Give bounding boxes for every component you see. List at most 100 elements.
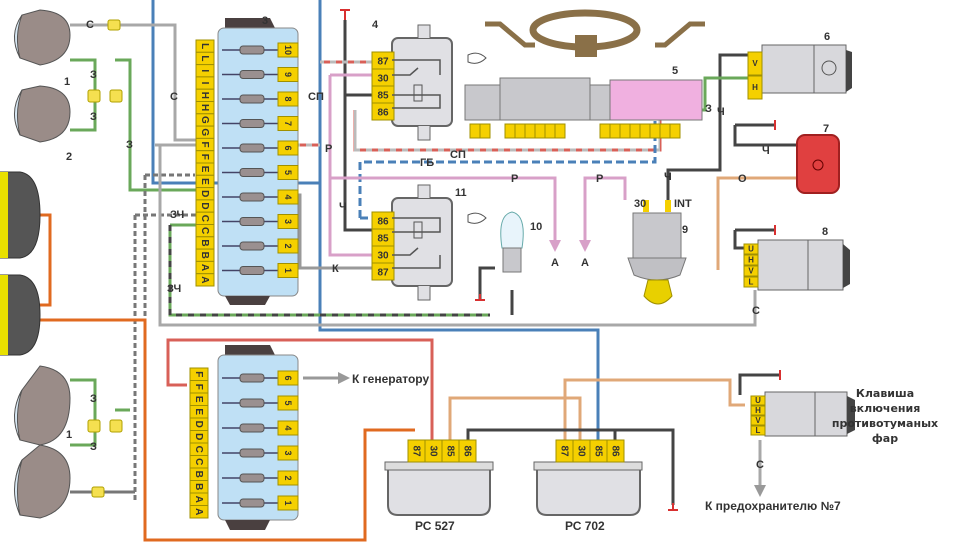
fuse-pad	[277, 165, 299, 180]
pin-label: H	[752, 83, 758, 92]
label-5: 5	[672, 65, 678, 77]
fuse-number: 10	[283, 45, 293, 55]
caption-line: противотуманых	[831, 417, 939, 430]
connector-pin	[479, 123, 491, 139]
headlamp-beam-icon	[467, 212, 487, 224]
fuse-icon	[239, 423, 265, 433]
pin-label: E	[193, 408, 204, 415]
pin-label: C	[199, 227, 210, 234]
fuse-number: 2	[283, 243, 293, 248]
fuse-pad	[277, 370, 299, 386]
wire-harness-2	[133, 213, 198, 500]
wire-blue-long	[318, 183, 600, 440]
pin-label: L	[199, 55, 210, 61]
fuse7-label: К предохранителю №7	[705, 499, 841, 513]
arrow-head-icon	[338, 372, 350, 384]
pin-label: G	[199, 128, 210, 136]
connector-pin	[649, 123, 661, 139]
arrow-icon	[549, 240, 561, 252]
pin-label: B	[193, 483, 204, 490]
connector-pin	[371, 262, 395, 281]
headlamp-icon	[14, 9, 71, 66]
connector-pin	[669, 123, 681, 139]
caption-line: Клавиша	[855, 387, 915, 400]
label-2: 2	[66, 151, 72, 163]
label-6: 6	[824, 31, 830, 43]
pin-label: L	[199, 43, 210, 49]
label-3: 3	[262, 15, 268, 27]
fuse-number: 3	[283, 450, 293, 455]
fuse-pad	[277, 470, 299, 486]
label-10: 10	[530, 221, 542, 233]
fuse-icon	[239, 448, 265, 458]
pin-label: 30	[377, 251, 389, 262]
wire-label: Ч	[664, 171, 672, 183]
connector-pin	[750, 405, 766, 416]
pin-label: F	[199, 154, 210, 160]
connector-pin	[514, 123, 526, 139]
fuse-icon	[239, 119, 265, 128]
fuse-pad	[277, 214, 299, 229]
fuse-pad	[277, 67, 299, 82]
fuse-icon	[239, 398, 265, 408]
pin-label: 30	[377, 74, 389, 85]
pin-label: H	[755, 406, 761, 415]
fuse-number: 4	[283, 194, 293, 199]
caption-line: включения	[849, 402, 921, 415]
pin-label: H	[199, 104, 210, 111]
ground-icon	[475, 294, 485, 301]
pin-label: E	[199, 178, 210, 185]
fuse-number: 5	[283, 170, 293, 175]
wire-green-zch-dash	[168, 225, 490, 317]
lamp-icon	[812, 159, 824, 171]
fuse-number: 1	[283, 268, 293, 273]
wire-label: Ч	[339, 201, 347, 213]
connector-pin	[743, 243, 759, 255]
pin-label: 85	[593, 445, 604, 457]
wire-label: З	[90, 441, 97, 453]
label-11: 11	[455, 187, 467, 199]
fuse-pad	[277, 395, 299, 411]
wire-gray-c8	[160, 290, 757, 327]
pin-label: 85	[445, 445, 456, 457]
key-icon	[643, 279, 673, 305]
fog-lamp-icon	[0, 274, 41, 356]
connector-pin	[534, 123, 546, 139]
pin-label: 30	[428, 445, 439, 457]
wire-label: С	[756, 459, 764, 471]
fuse-pad	[277, 42, 299, 58]
connector-pin	[599, 123, 611, 139]
connector-pin	[524, 123, 536, 139]
fuse-number: 6	[283, 145, 293, 150]
wire-label: С	[752, 305, 760, 317]
column-switch-5	[464, 77, 703, 139]
wire-label: С	[86, 19, 94, 31]
fuse-pad	[277, 420, 299, 436]
pin-label: F	[199, 141, 210, 147]
connector-pin	[371, 102, 395, 121]
fog-switch-caption: Клавиша включения противотуманых фар	[830, 386, 940, 446]
wire-tan-1	[448, 396, 582, 440]
wire-pink-p	[330, 176, 627, 240]
wire-bulb-10	[478, 266, 514, 315]
connector-pin	[750, 395, 766, 406]
label-7: 7	[823, 123, 829, 135]
wire-label: ГБ	[420, 157, 434, 169]
steering-wheel-icon	[485, 9, 705, 57]
pin-label: A	[199, 276, 210, 283]
pin-label: U	[748, 245, 754, 254]
connector-pin	[504, 123, 516, 139]
connector-pin	[747, 51, 763, 76]
pin-label: C	[199, 215, 210, 222]
wire-label: З	[126, 139, 133, 151]
connector-pin	[458, 439, 477, 463]
fuse-number: 8	[283, 96, 293, 101]
pin-label: 87	[377, 57, 389, 68]
